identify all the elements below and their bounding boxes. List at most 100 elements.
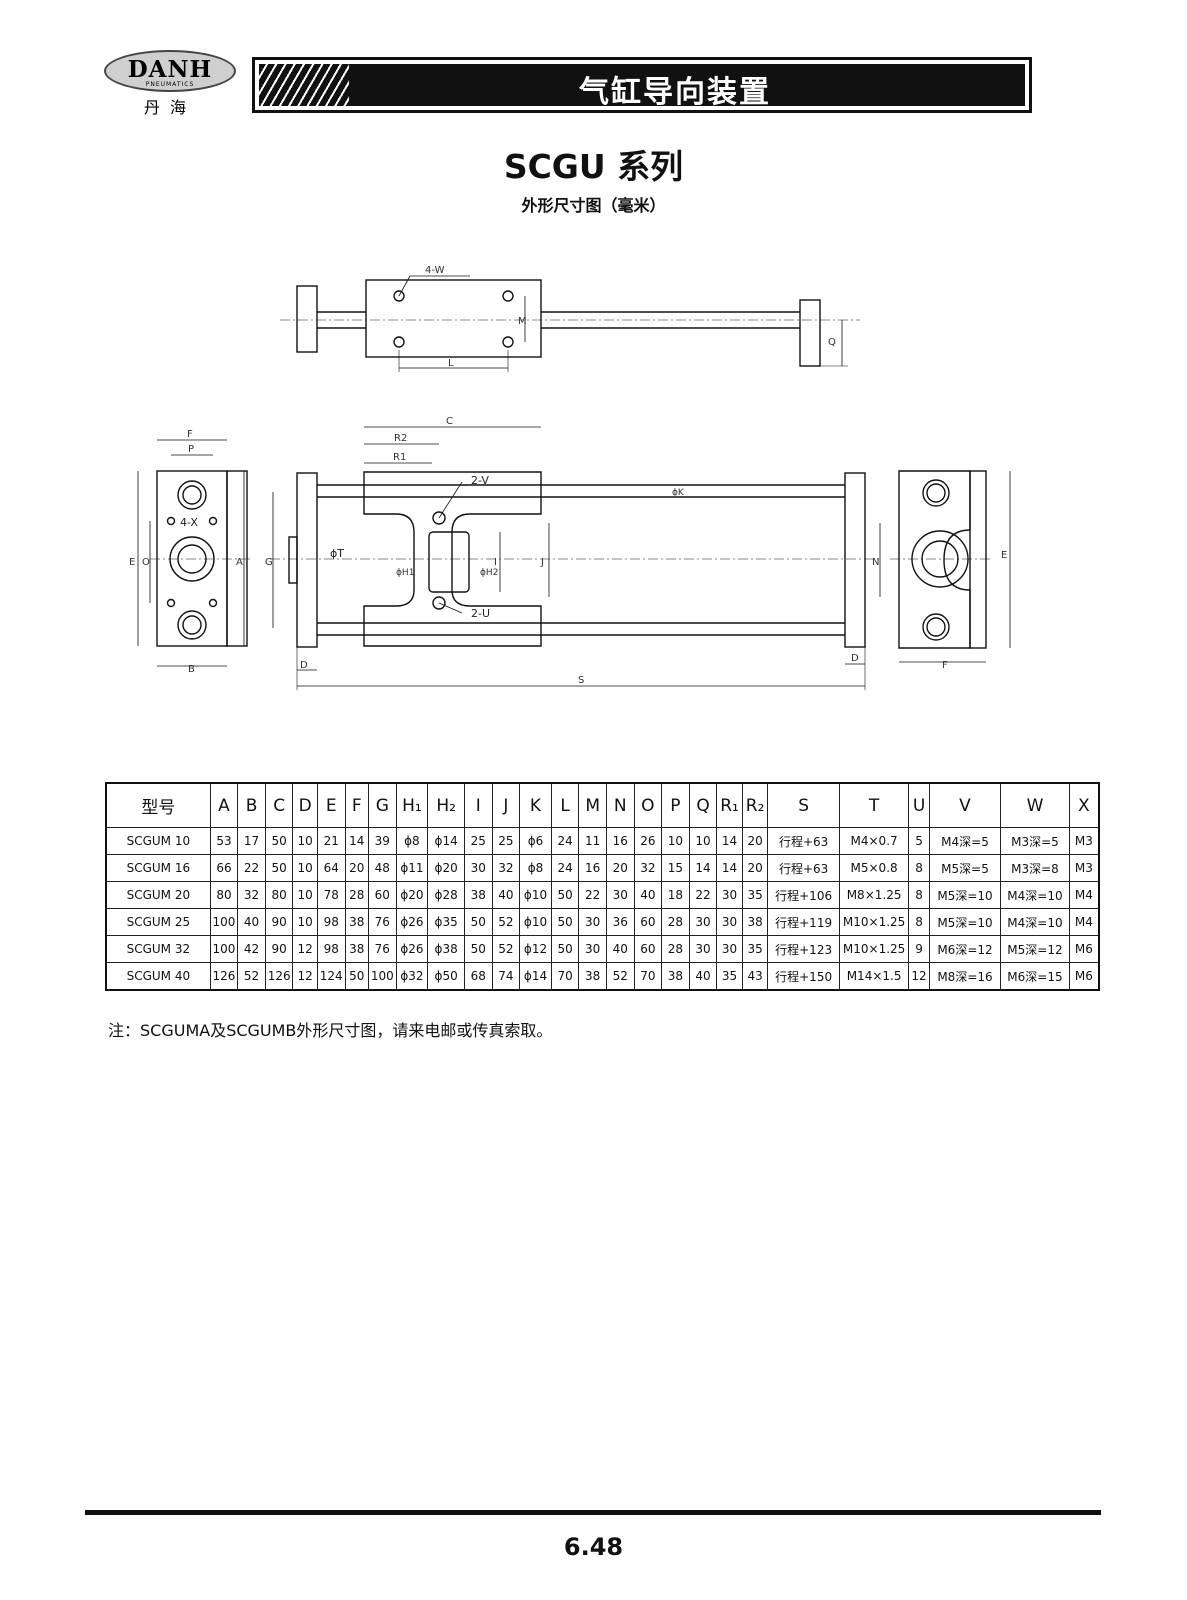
table-cell: 10 <box>292 908 318 936</box>
column-header: A <box>209 782 239 828</box>
table-cell: 100 <box>209 935 239 963</box>
table-cell: 60 <box>368 881 397 909</box>
label-b: B <box>188 664 195 675</box>
model-cell: SCGUM 25 <box>105 908 211 936</box>
column-header: H₁ <box>395 782 429 828</box>
table-cell: 76 <box>368 908 397 936</box>
column-header: W <box>1000 782 1070 828</box>
label-2v: 2-V <box>471 474 489 487</box>
label-j: J <box>540 557 544 568</box>
page-title: SCGU 系列 <box>503 147 684 186</box>
table-cell: 行程+123 <box>767 935 840 963</box>
table-cell: 40 <box>688 962 718 991</box>
table-cell: 66 <box>209 854 239 882</box>
page-number: 6.48 <box>563 1533 624 1561</box>
table-cell: 32 <box>633 854 663 882</box>
column-header: O <box>633 782 663 828</box>
table-cell: ϕ50 <box>427 962 466 991</box>
table-cell: M6 <box>1068 935 1100 963</box>
table-cell: 10 <box>688 827 718 855</box>
label-4w: 4-W <box>425 265 445 276</box>
label-n: N <box>872 557 879 568</box>
table-cell: M6深=12 <box>928 935 1002 963</box>
table-cell: M3 <box>1068 854 1100 882</box>
label-4x: 4-X <box>180 516 198 529</box>
table-cell: 64 <box>316 854 346 882</box>
column-header: R₁ <box>716 782 743 828</box>
table-cell: M3 <box>1068 827 1100 855</box>
table-cell: ϕ8 <box>519 854 552 882</box>
column-header: I <box>464 782 493 828</box>
table-cell: 14 <box>716 827 743 855</box>
column-header: U <box>908 782 930 828</box>
label-c: C <box>446 416 453 427</box>
table-cell: 50 <box>550 935 580 963</box>
table-cell: 50 <box>550 881 580 909</box>
table-cell: 35 <box>741 881 769 909</box>
label-o: O <box>142 557 150 568</box>
table-cell: 126 <box>264 962 294 991</box>
label-m: M <box>518 316 527 327</box>
table-cell: 80 <box>264 881 294 909</box>
table-cell: 38 <box>344 908 370 936</box>
table-cell: 60 <box>633 908 663 936</box>
table-cell: 126 <box>209 962 239 991</box>
table-cell: ϕ32 <box>395 962 429 991</box>
table-cell: 30 <box>605 881 635 909</box>
label-e-right: E <box>1001 550 1007 561</box>
label-i: I <box>494 557 497 568</box>
table-cell: 25 <box>464 827 493 855</box>
column-header: F <box>344 782 370 828</box>
front-view: C R2 R1 2-V 2-U ϕK G ϕT ϕH1 ϕH2 I J N D … <box>265 416 881 690</box>
table-cell: 50 <box>344 962 370 991</box>
table-cell: M4 <box>1068 908 1100 936</box>
column-header: D <box>292 782 318 828</box>
table-cell: 68 <box>464 962 493 991</box>
table-cell: 30 <box>716 881 743 909</box>
table-cell: M3深=8 <box>1000 854 1070 882</box>
table-cell: 10 <box>292 881 318 909</box>
table-cell: 30 <box>716 908 743 936</box>
table-cell: 10 <box>661 827 690 855</box>
table-cell: 12 <box>292 935 318 963</box>
table-cell: 52 <box>605 962 635 991</box>
table-cell: 15 <box>661 854 690 882</box>
label-e-left: E <box>129 557 135 568</box>
table-cell: 20 <box>605 854 635 882</box>
column-header: Q <box>688 782 718 828</box>
table-cell: 14 <box>688 854 718 882</box>
table-cell: 52 <box>237 962 266 991</box>
logo-chinese-name: 丹海 <box>143 98 196 117</box>
table-cell: 22 <box>688 881 718 909</box>
footnote: 注：SCGUMA及SCGUMB外形尺寸图，请来电邮或传真索取。 <box>108 1021 553 1040</box>
table-cell: 20 <box>344 854 370 882</box>
table-cell: 14 <box>716 854 743 882</box>
model-cell: SCGUM 20 <box>105 881 211 909</box>
label-l: L <box>448 358 454 369</box>
page-subtitle: 外形尺寸图（毫米） <box>521 196 666 215</box>
table-cell: 21 <box>316 827 346 855</box>
table-cell: M4深=10 <box>1000 881 1070 909</box>
table-cell: M6深=15 <box>1000 962 1070 991</box>
label-p: P <box>188 444 194 455</box>
label-2u: 2-U <box>471 607 490 620</box>
table-cell: 8 <box>908 881 930 909</box>
table-cell: 35 <box>716 962 743 991</box>
logo-oval <box>104 50 236 92</box>
label-h2: ϕH2 <box>480 568 498 578</box>
column-header: R₂ <box>741 782 769 828</box>
table-cell: 38 <box>464 881 493 909</box>
label-f-left: F <box>187 429 193 440</box>
table-cell: 26 <box>633 827 663 855</box>
table-cell: 10 <box>292 827 318 855</box>
table-cell: 48 <box>368 854 397 882</box>
table-cell: 80 <box>209 881 239 909</box>
table-cell: 52 <box>491 935 521 963</box>
table-cell: 9 <box>908 935 930 963</box>
table-cell: ϕ10 <box>519 881 552 909</box>
top-view: 4-W M L Q <box>280 265 860 372</box>
header-inner: 气缸导向装置 <box>259 64 1025 106</box>
table-cell: 76 <box>368 935 397 963</box>
